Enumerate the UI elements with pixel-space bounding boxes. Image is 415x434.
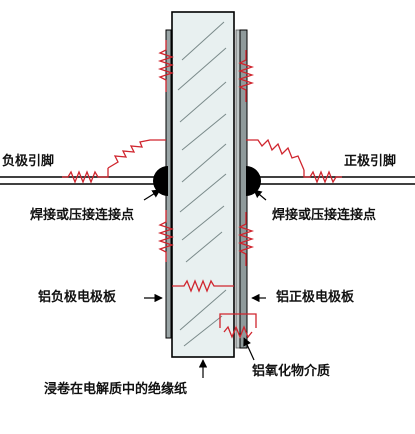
resistor-oxide [219, 313, 257, 339]
label-negative-lead: 负极引脚 [2, 154, 55, 169]
resistor-right-lead [303, 170, 342, 184]
label-negative-plate: 铝负极电极板 [38, 290, 117, 305]
resistor-right-diagonal [246, 138, 305, 171]
resistor-paper [172, 279, 234, 293]
label-positive-lead: 正极引脚 [344, 154, 397, 169]
label-weld-left: 焊接或压接连接点 [30, 208, 135, 223]
arrow-oxide [243, 337, 255, 361]
label-positive-plate: 铝正极电极板 [276, 290, 355, 305]
arrow-weld-right [253, 189, 267, 201]
weld-joint-left [153, 166, 168, 196]
resistor-left-lead [62, 168, 109, 184]
label-weld-right: 焊接或压接连接点 [272, 208, 377, 223]
resistor-right-lower [237, 212, 255, 266]
positive-lead-wire [252, 176, 415, 185]
resistor-left-diagonal [107, 139, 166, 169]
resistor-left-lower [157, 210, 175, 262]
resistor-left-upper [157, 40, 175, 92]
label-paper: 浸卷在电解质中的绝缘纸 [44, 382, 188, 397]
arrow-weld-left [143, 189, 161, 201]
label-oxide-dielectric: 铝氧化物介质 [252, 364, 331, 379]
insulating-paper [171, 11, 235, 358]
weld-joint-right [246, 166, 261, 196]
resistor-right-upper [237, 50, 255, 102]
